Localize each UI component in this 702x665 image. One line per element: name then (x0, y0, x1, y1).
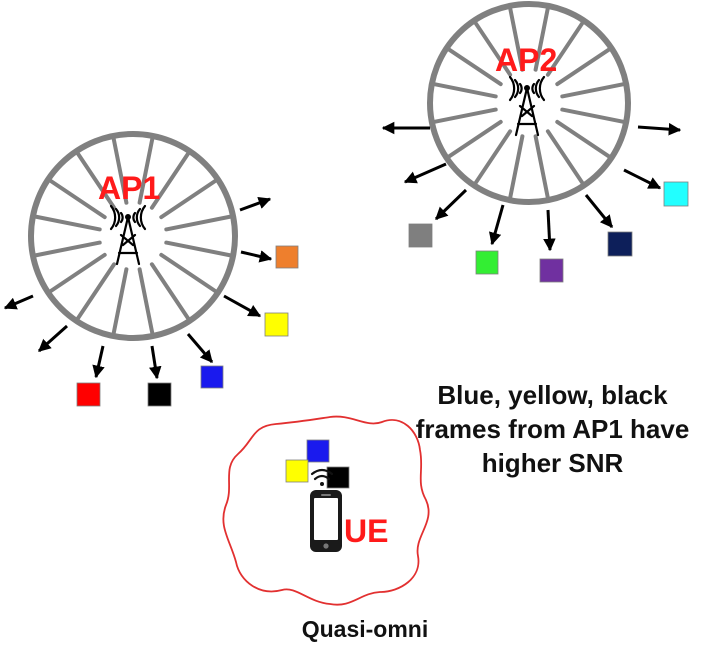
wheel-spoke (149, 150, 191, 210)
antenna-tower-icon (508, 75, 546, 137)
ap1-wheel-spokes (32, 135, 234, 337)
wheel-spoke (137, 267, 155, 337)
frame-green (475, 250, 499, 275)
snr-note-line-2: frames from AP1 have (415, 414, 690, 444)
received-frame-black (326, 466, 350, 489)
ap1-arrow-upper-right (239, 196, 272, 212)
ap1-arrow-to-blue (186, 333, 214, 363)
wheel-spoke (473, 20, 513, 77)
quasi-omni-caption: Quasi-omni (301, 616, 429, 642)
frame-navy (607, 231, 633, 257)
ap1-arrow-lower-left (38, 324, 68, 353)
ue-label: UE (344, 513, 389, 549)
wheel-spoke (555, 47, 612, 87)
antenna-tower-icon (109, 204, 147, 266)
ap1-frames (76, 245, 299, 407)
snr-note-line-3: higher SNR (481, 448, 624, 478)
wheel-spoke (47, 178, 107, 220)
frame-orange (275, 245, 299, 269)
wheel-spoke (473, 129, 513, 186)
snr-note-line-1: Blue, yellow, black (437, 380, 668, 410)
wifi-signal-icon (310, 468, 334, 486)
ap1-arrow-to-black (149, 345, 162, 380)
frame-red (76, 382, 101, 407)
ap1-wheel-rim (28, 131, 238, 341)
wheel-spoke (545, 20, 585, 77)
wheel-spoke (508, 5, 525, 72)
wheel-spoke (446, 119, 503, 159)
received-frame-yellow (285, 459, 309, 483)
wheel-spoke (446, 47, 503, 87)
wheel-spoke (47, 252, 107, 294)
ap2-arrow-lower-left (403, 162, 447, 184)
frame-purple (539, 258, 564, 283)
ap1-arrow-to-yellow (223, 294, 262, 318)
frame-cyan (663, 181, 689, 207)
wheel-spoke (560, 107, 627, 124)
wheel-spoke (137, 135, 155, 205)
ap2-arrow-to-green (489, 204, 505, 246)
ap2-wheel-rim (427, 1, 631, 205)
snr-note: Blue, yellow, black frames from AP1 have… (405, 378, 700, 480)
wheel-spoke (508, 134, 525, 201)
wheel-spoke (32, 240, 102, 258)
wheel-spoke (75, 262, 117, 322)
ap2-frames (408, 181, 689, 283)
ap2-wheel-spokes (431, 5, 627, 201)
ap2-beam-wheel (427, 1, 631, 205)
wheel-spoke (431, 107, 498, 124)
wheel-spoke (431, 82, 498, 99)
frame-gray (408, 223, 433, 248)
wheel-spoke (111, 135, 129, 205)
wheel-spoke (164, 240, 234, 258)
ap2-arrow-to-gray (434, 188, 468, 221)
received-frame-blue (306, 439, 330, 463)
ap2-arrow-right (637, 122, 682, 136)
wheel-spoke (159, 252, 219, 294)
wheel-spoke (164, 214, 234, 232)
frame-yellow (264, 312, 289, 337)
ap1-arrow-to-orange (240, 250, 273, 263)
wheel-spoke (149, 262, 191, 322)
ap2-arrow-to-navy (584, 194, 614, 228)
wheel-spoke (75, 150, 117, 210)
frame-blue (200, 365, 224, 389)
smartphone-icon (310, 490, 342, 552)
wheel-spoke (533, 134, 550, 201)
ap2-arrow-to-purple (543, 209, 556, 252)
wheel-spoke (545, 129, 585, 186)
ap2-beam-arrows (381, 121, 682, 252)
frame-black (147, 382, 172, 407)
ap2-arrow-to-cyan (623, 168, 662, 190)
ap1-arrow-left (3, 294, 34, 310)
ue-quasi-omni-region (222, 415, 430, 606)
ap1-label: AP1 (98, 170, 161, 206)
ue-received-frames (285, 439, 350, 489)
wheel-spoke (560, 82, 627, 99)
wheel-spoke (533, 5, 550, 72)
ap1-beam-arrows (3, 196, 273, 380)
wheel-spoke (111, 267, 129, 337)
wheel-spoke (555, 119, 612, 159)
ap1-arrow-to-red (92, 345, 105, 379)
ap2-label: AP2 (495, 42, 558, 78)
wheel-spoke (32, 214, 102, 232)
ap1-beam-wheel (28, 131, 238, 341)
wheel-spoke (159, 178, 219, 220)
